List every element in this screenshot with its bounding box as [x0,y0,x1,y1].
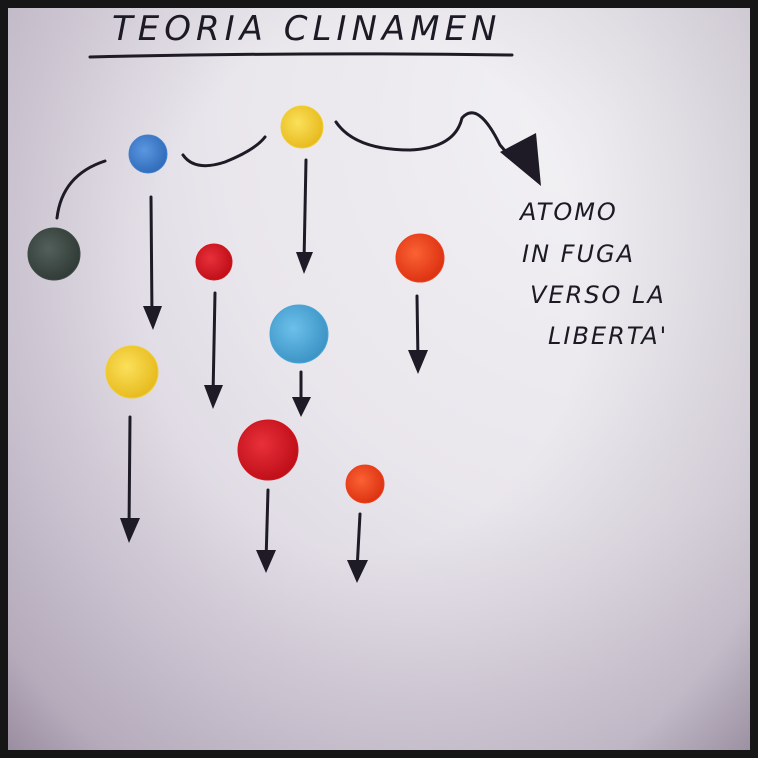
arrow-orange-right [408,294,428,374]
annotation-line-2: IN FUGA [522,240,635,268]
atom-yellow-left [105,345,159,399]
arrow-light-blue [292,370,311,417]
diagram-title: TEORIA CLINAMEN [112,9,501,49]
escape-curve [334,111,515,162]
escape-arrowhead [500,133,541,186]
swerve-curve-blue-to-yellow [181,135,267,168]
swerve-curve-green-to-blue [55,159,107,220]
atom-dark-green [27,227,81,281]
arrow-red-small [204,291,223,409]
atom-red-large [237,419,299,481]
arrow-red-large [256,488,276,573]
atom-light-blue [269,304,329,364]
annotation-line-3: VERSO LA [530,281,666,309]
atom-orange-bottom [345,464,385,504]
arrow-blue-atom [143,195,162,330]
atom-blue [128,134,168,174]
atom-yellow-top [280,105,324,149]
atom-red-small [195,243,233,281]
annotation-line-4: LIBERTA' [548,322,668,350]
atom-orange-right [395,233,445,283]
annotation-line-1: ATOMO [518,198,618,226]
arrow-orange-bottom [347,512,368,583]
arrow-yellow-top [296,158,313,274]
title-underline [88,52,514,59]
arrow-yellow-left [120,415,140,543]
